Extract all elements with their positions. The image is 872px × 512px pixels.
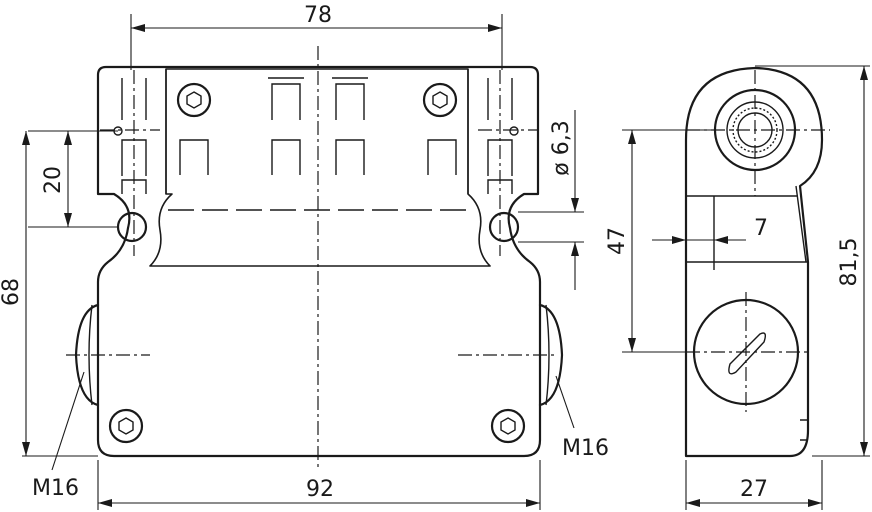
label-m16-left: M16 — [32, 476, 79, 501]
slots — [121, 77, 513, 194]
mount-hole-right — [488, 211, 520, 243]
dim-7: 7 — [754, 216, 768, 241]
dim-20: 20 — [41, 166, 66, 194]
screw-bottom-left — [108, 408, 144, 444]
dim-81-5: 81,5 — [837, 238, 862, 287]
cover-plate — [149, 68, 491, 267]
housing-outline — [96, 65, 542, 458]
dim-92: 92 — [306, 477, 334, 502]
cable-gland-left — [74, 303, 100, 407]
dim-27: 27 — [740, 477, 768, 502]
side-body — [684, 66, 824, 458]
label-m16-right: M16 — [562, 436, 609, 461]
dim-47: 47 — [605, 227, 630, 255]
dim-diameter: ø 6,3 — [549, 120, 574, 175]
front-view — [51, 46, 575, 471]
side-view — [684, 66, 830, 458]
screw-top-left — [176, 82, 212, 118]
dim-78: 78 — [304, 3, 332, 28]
mount-hole-left — [116, 211, 148, 243]
front-dimensions: 78 20 68 ø 6,3 92 M16 M16 — [0, 3, 609, 510]
side-dimensions: 47 7 81,5 27 — [605, 65, 870, 510]
screw-top-right — [422, 82, 458, 118]
dim-68: 68 — [0, 278, 24, 306]
cable-gland-right — [538, 303, 564, 407]
screw-bottom-right — [490, 408, 526, 444]
